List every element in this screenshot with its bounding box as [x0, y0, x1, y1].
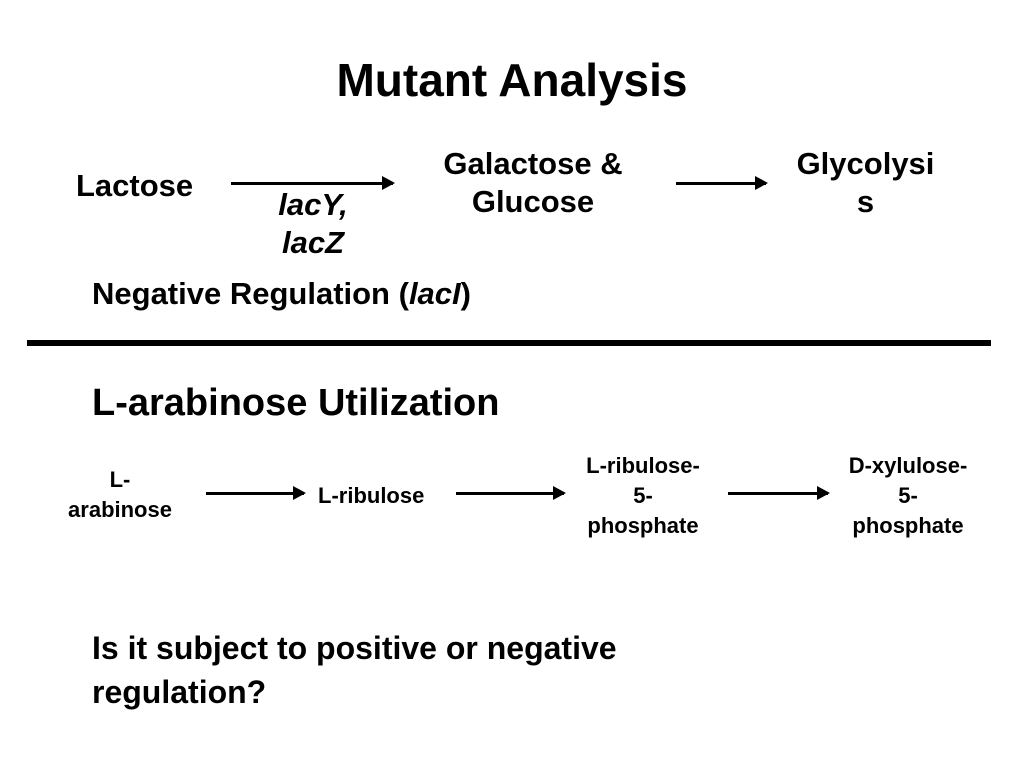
- section-divider: [27, 340, 991, 346]
- arrow-arabinose-to-ribulose: [206, 486, 306, 500]
- d-xylulose-5p-line-3: phosphate: [852, 513, 964, 538]
- negative-regulation-label: Negative Regulation (lacI): [92, 275, 471, 313]
- l-arabinose-line-2: arabinose: [68, 497, 172, 522]
- l-ribulose-5p-line-1: L-ribulose-: [586, 453, 700, 478]
- arrow-lactose-to-galactose: [231, 176, 395, 190]
- d-xylulose-5-phosphate-label: D-xylulose- 5- phosphate: [830, 451, 986, 541]
- question-line-1: Is it subject to positive or negative: [92, 630, 617, 666]
- l-ribulose-label: L-ribulose: [318, 483, 425, 508]
- galactose-glucose-label: Galactose & Glucose: [413, 145, 653, 221]
- glycolysis-label: Glycolysi s: [768, 145, 963, 221]
- lac-genes-line-1: lacY,: [278, 187, 348, 222]
- regulation-prefix: Negative Regulation (: [92, 276, 409, 311]
- glycolysis-line-1: Glycolysi: [796, 146, 935, 181]
- laci-gene: lacI: [408, 276, 461, 311]
- glucose-line: Glucose: [471, 184, 595, 219]
- lactose-label: Lactose: [76, 168, 194, 203]
- regulation-question: Is it subject to positive or negative re…: [92, 626, 617, 714]
- arabinose-heading: L-arabinose Utilization: [92, 382, 500, 424]
- l-ribulose-5p-line-3: phosphate: [587, 513, 699, 538]
- glycolysis-line-2: s: [856, 184, 875, 219]
- question-line-2: regulation?: [92, 674, 267, 710]
- lac-genes-line-2: lacZ: [281, 225, 345, 260]
- d-xylulose-5p-line-1: D-xylulose-: [848, 453, 968, 478]
- l-arabinose-line-1: L-: [109, 467, 131, 492]
- l-ribulose-5p-line-2: 5-: [633, 483, 653, 508]
- slide-title: Mutant Analysis: [336, 54, 688, 106]
- l-ribulose-5-phosphate-label: L-ribulose- 5- phosphate: [568, 451, 718, 541]
- d-xylulose-5p-line-2: 5-: [898, 483, 918, 508]
- arrow-ribulose-5p-to-xylulose-5p: [728, 486, 830, 500]
- lac-genes-label: lacY, lacZ: [238, 186, 388, 262]
- l-arabinose-label: L- arabinose: [45, 465, 195, 525]
- regulation-suffix: ): [460, 276, 471, 311]
- arrow-galactose-to-glycolysis: [676, 176, 768, 190]
- arrow-ribulose-to-ribulose-5p: [456, 486, 566, 500]
- galactose-line: Galactose &: [443, 146, 623, 181]
